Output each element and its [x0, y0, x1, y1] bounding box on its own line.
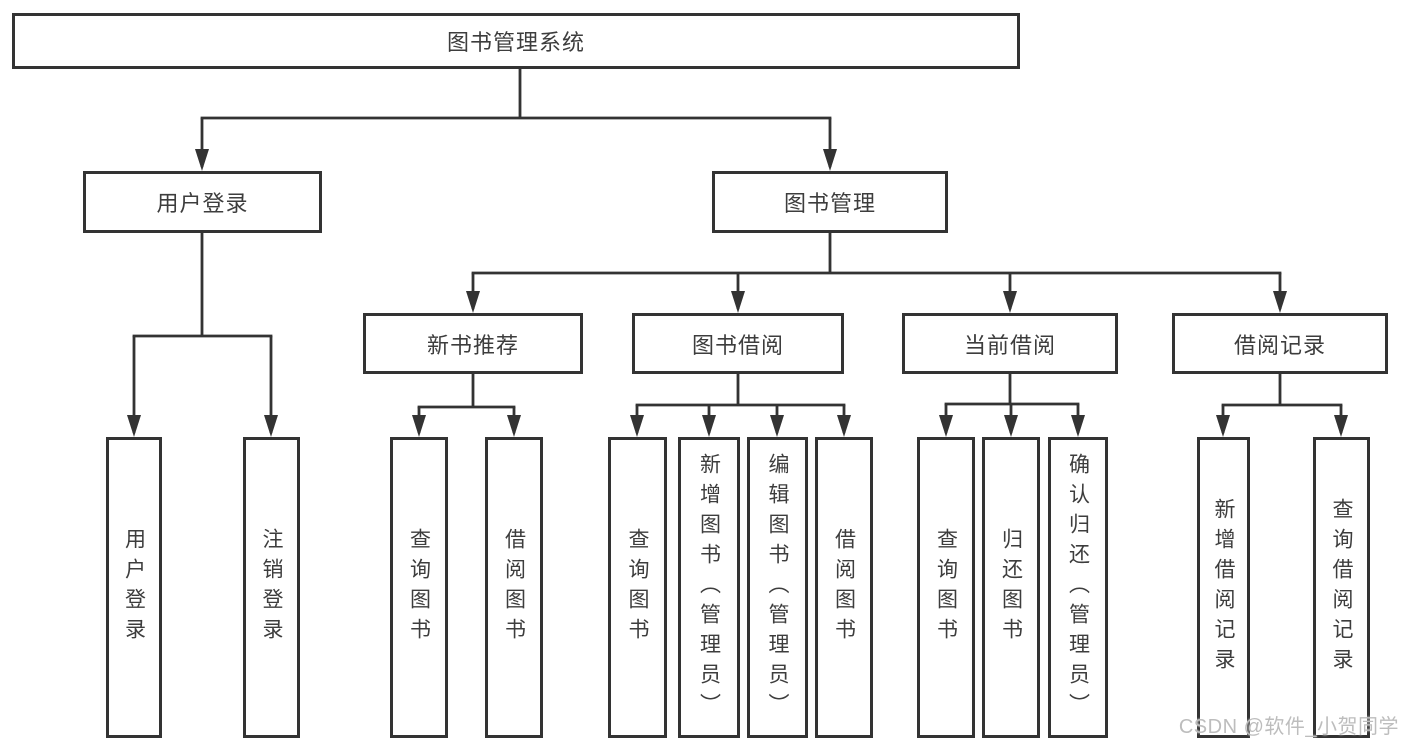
- node-label: 新增图书（管理员）: [697, 452, 721, 723]
- node-label: 借阅图书: [502, 527, 526, 648]
- node-library-management-system: 图书管理系统: [12, 13, 1020, 69]
- node-label: 新书推荐: [426, 332, 519, 358]
- node-label: 当前借阅: [963, 332, 1056, 358]
- node-label: 图书管理系统: [446, 30, 585, 55]
- node-label: 借阅图书: [832, 527, 856, 648]
- connector-current-borrow-to-leaves: [939, 374, 1085, 437]
- node-label: 借阅记录: [1233, 332, 1326, 358]
- leaf-bb-edit-books-admin: 编辑图书（管理员）: [747, 437, 808, 738]
- leaf-bb-add-books-admin: 新增图书（管理员）: [678, 437, 740, 738]
- node-label: 图书管理: [783, 191, 876, 216]
- node-label: 查询借阅记录: [1330, 497, 1353, 678]
- node-label: 注销登录: [260, 527, 283, 648]
- node-label: 图书借阅: [691, 332, 784, 358]
- leaf-nbr-query-books: 查询图书: [390, 437, 448, 738]
- node-label: 查询图书: [934, 527, 958, 648]
- watermark: CSDN @软件_小贺同学: [1178, 716, 1399, 738]
- connector-book-borrow-to-leaves: [630, 374, 851, 437]
- connector-borrow-records-to-leaves: [1216, 374, 1348, 437]
- leaf-bb-query-books: 查询图书: [608, 437, 667, 738]
- connector-book-management-to-level2: [466, 233, 1287, 313]
- connector-root-to-level1: [195, 68, 837, 171]
- node-label: 确认归还（管理员）: [1066, 452, 1090, 723]
- leaf-logout-login: 注销登录: [243, 437, 300, 738]
- node-borrow-records: 借阅记录: [1172, 313, 1388, 374]
- connector-new-book-recommend-to-leaves: [412, 374, 521, 437]
- node-label: 归还图书: [999, 527, 1023, 648]
- node-label: 用户登录: [122, 527, 146, 648]
- leaf-user-login: 用户登录: [106, 437, 162, 738]
- connector-user-login-to-leaves: [127, 233, 278, 437]
- node-book-borrow: 图书借阅: [632, 313, 844, 374]
- leaf-cb-confirm-return-admin: 确认归还（管理员）: [1048, 437, 1108, 738]
- leaf-nbr-borrow-books: 借阅图书: [485, 437, 543, 738]
- node-current-borrow: 当前借阅: [902, 313, 1118, 374]
- leaf-bb-borrow-books: 借阅图书: [815, 437, 873, 738]
- node-new-book-recommend: 新书推荐: [363, 313, 583, 374]
- node-label: 查询图书: [407, 527, 431, 648]
- leaf-br-add-record: 新增借阅记录: [1197, 437, 1250, 738]
- node-label: 用户登录: [156, 191, 249, 216]
- node-book-management: 图书管理: [712, 171, 948, 233]
- node-label: 编辑图书（管理员）: [766, 452, 789, 723]
- node-label: 新增借阅记录: [1212, 497, 1235, 678]
- node-label: 查询图书: [626, 527, 649, 648]
- leaf-cb-return-books: 归还图书: [982, 437, 1040, 738]
- leaf-cb-query-books: 查询图书: [917, 437, 975, 738]
- node-user-login: 用户登录: [83, 171, 322, 233]
- leaf-br-query-record: 查询借阅记录: [1313, 437, 1370, 738]
